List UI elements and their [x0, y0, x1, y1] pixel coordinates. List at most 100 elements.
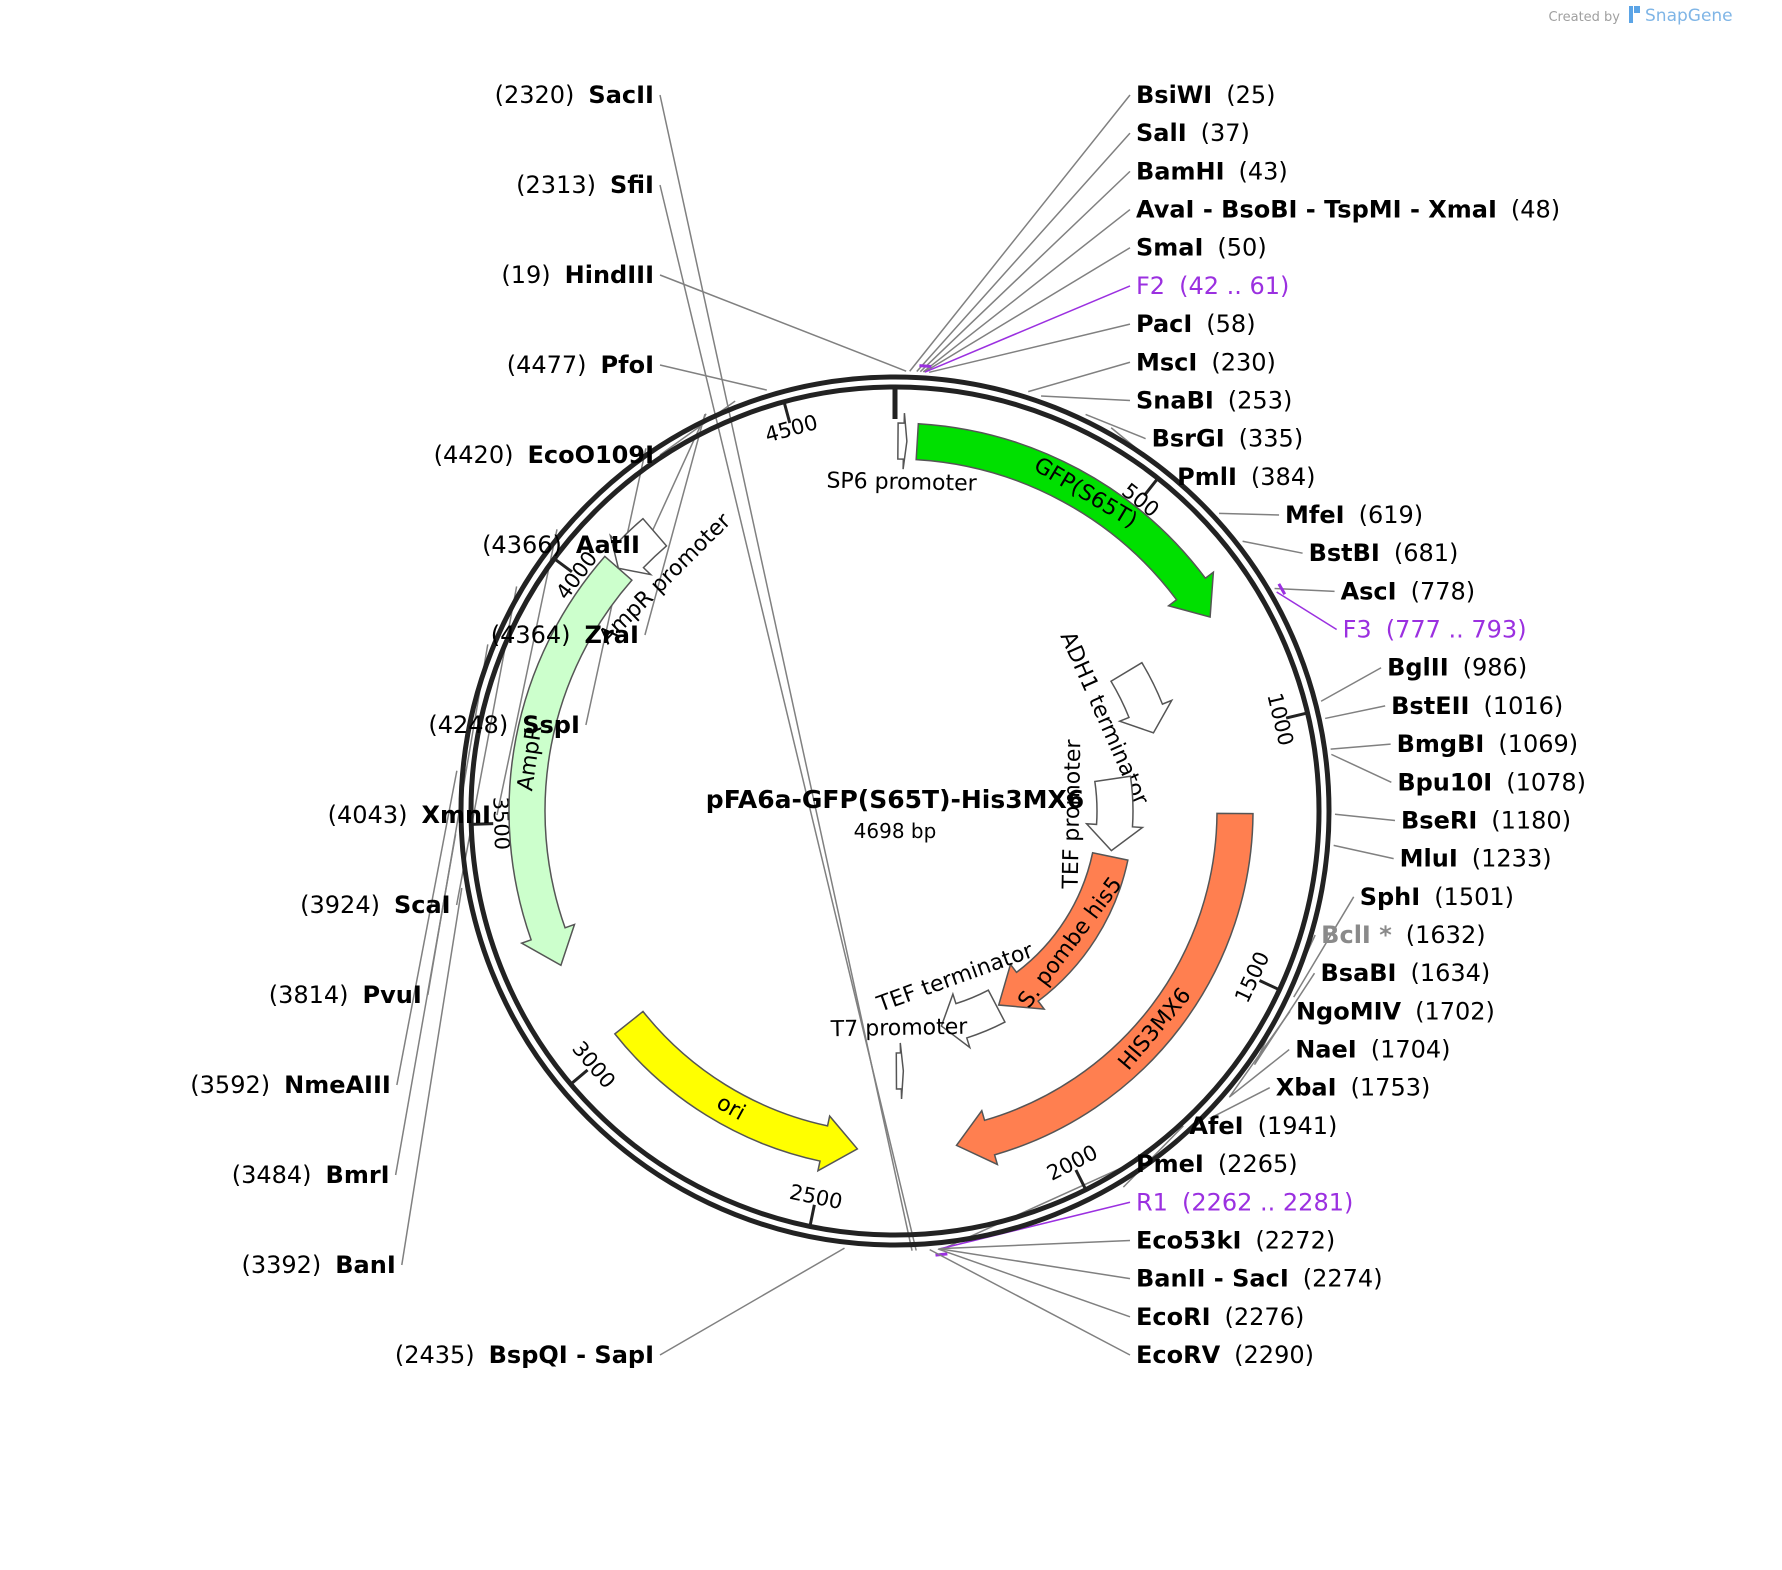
site-ecoo109i[interactable]: (4420)EcoO109I — [434, 441, 654, 469]
site-scai[interactable]: (3924)ScaI — [300, 891, 450, 919]
leader-line — [1085, 413, 1146, 440]
site-mfei[interactable]: MfeI(619) — [1285, 501, 1423, 529]
site-position: (681) — [1394, 539, 1459, 567]
site-position: (2435) — [395, 1341, 475, 1369]
site-bmri[interactable]: (3484)BmrI — [232, 1161, 390, 1189]
site-name: BseRI — [1401, 806, 1477, 834]
plasmid-length: 4698 bp — [854, 819, 937, 843]
site-pvui[interactable]: (3814)PvuI — [269, 981, 422, 1009]
site-sfii[interactable]: (2313)SfiI — [516, 171, 654, 199]
site-zrai[interactable]: (4364)ZraI — [491, 621, 639, 649]
feature-sp6-promoter[interactable]: SP6 promoter — [826, 413, 978, 497]
credit-brand: SnapGene — [1645, 6, 1733, 26]
site-position: (58) — [1206, 310, 1255, 338]
tick-label: 1000 — [1262, 691, 1298, 749]
site-position: (2276) — [1225, 1303, 1305, 1331]
site-name: Bpu10I — [1397, 768, 1492, 796]
site-position: (986) — [1463, 654, 1528, 682]
site-name: MscI — [1136, 348, 1197, 376]
site-text: MfeI(619) — [1285, 501, 1423, 529]
site-bsteii[interactable]: BstEII(1016) — [1391, 692, 1563, 720]
site-bmgbi[interactable]: BmgBI(1069) — [1397, 730, 1579, 758]
site-bsrgi[interactable]: BsrGI(335) — [1152, 425, 1304, 453]
site-pfoi[interactable]: (4477)PfoI — [507, 351, 654, 379]
site-pmli[interactable]: PmlI(384) — [1177, 463, 1315, 491]
tick-label: 2000 — [1043, 1140, 1102, 1185]
site-text: BsiWI(25) — [1136, 81, 1275, 109]
site-bsiwi[interactable]: BsiWI(25) — [1136, 81, 1275, 109]
tick-label: 1500 — [1230, 948, 1274, 1007]
site-bspqi-sapi[interactable]: (2435)BspQI - SapI — [395, 1341, 654, 1369]
site-avai-bsobi-tspmi-xmai[interactable]: AvaI - BsoBI - TspMI - XmaI(48) — [1136, 196, 1560, 224]
tick-mark — [1143, 477, 1160, 497]
site-sspi[interactable]: (4248)SspI — [428, 711, 580, 739]
site-afei[interactable]: AfeI (1941) — [1189, 1112, 1337, 1140]
primer-f3[interactable]: F3(777 .. 793) — [1343, 616, 1527, 644]
site-bsabi[interactable]: BsaBI(1634) — [1320, 959, 1490, 987]
feature-tef-promoter[interactable]: TEF promoter — [1059, 738, 1145, 890]
feature-ori[interactable]: ori — [613, 1010, 859, 1173]
leader-line — [496, 529, 558, 816]
site-position: (3392) — [241, 1251, 321, 1279]
site-mlui[interactable]: MluI(1233) — [1400, 845, 1552, 873]
site-text: BstBI (681) — [1309, 539, 1459, 567]
site-text: (4477)PfoI — [507, 351, 654, 379]
feature-arrow — [895, 1042, 905, 1099]
site-nmeaiii[interactable]: (3592)NmeAIII — [190, 1071, 391, 1099]
site-bstbi[interactable]: BstBI (681) — [1309, 539, 1459, 567]
feature-gfp-s65t[interactable]: GFP(S65T) — [915, 422, 1215, 619]
site-bcli[interactable]: BclI *(1632) — [1321, 921, 1485, 949]
site-xmni[interactable]: (4043)XmnI — [328, 801, 491, 829]
site-snabi[interactable]: SnaBI(253) — [1136, 386, 1292, 414]
site-banii-saci[interactable]: BanII - SacI(2274) — [1136, 1265, 1383, 1293]
site-ecorv[interactable]: EcoRV(2290) — [1136, 1341, 1314, 1369]
site-name: AfeI — [1189, 1112, 1243, 1140]
site-hindiii[interactable]: (19)HindIII — [501, 261, 654, 289]
site-xbai[interactable]: XbaI(1753) — [1276, 1074, 1431, 1102]
site-ecori[interactable]: EcoRI(2276) — [1136, 1303, 1304, 1331]
site-aatii[interactable]: (4366)AatII — [482, 531, 640, 559]
site-position: (1941) — [1258, 1112, 1338, 1140]
feature-arrow — [1109, 661, 1174, 734]
leader-line — [644, 413, 706, 636]
site-text: BsaBI(1634) — [1320, 959, 1490, 987]
tick-mark — [1285, 711, 1308, 720]
site-name: BmrI — [326, 1161, 390, 1189]
site-text: BseRI(1180) — [1401, 806, 1571, 834]
site-name: NaeI — [1295, 1036, 1357, 1064]
site-sali[interactable]: SalI(37) — [1136, 119, 1250, 147]
leader-line — [1293, 896, 1355, 998]
site-position: (335) — [1239, 425, 1304, 453]
site-pmei[interactable]: PmeI(2265) — [1136, 1150, 1298, 1178]
site-paci[interactable]: PacI(58) — [1136, 310, 1256, 338]
primer-f2[interactable]: F2(42 .. 61) — [1136, 272, 1289, 300]
site-ngomiv[interactable]: NgoMIV(1702) — [1296, 997, 1495, 1025]
snapgene-credit: Created by SnapGene — [1548, 6, 1733, 26]
site-sacii[interactable]: (2320)SacII — [495, 81, 654, 109]
leader-line — [1320, 667, 1382, 702]
leader-line — [944, 1163, 1131, 1249]
site-msci[interactable]: MscI(230) — [1136, 348, 1276, 376]
site-asci[interactable]: AscI(778) — [1341, 577, 1476, 605]
site-bamhi[interactable]: BamHI(43) — [1136, 157, 1288, 185]
site-bani[interactable]: (3392)BanI — [241, 1251, 395, 1279]
feature-t7-promoter[interactable]: T7 promoter — [830, 1015, 969, 1099]
feature-label: TEF promoter — [1059, 738, 1087, 889]
site-bseri[interactable]: BseRI(1180) — [1401, 806, 1571, 834]
primer-r1[interactable]: R1(2262 .. 2281) — [1136, 1188, 1353, 1216]
site-text: EcoRI(2276) — [1136, 1303, 1304, 1331]
feature-arrow — [955, 812, 1254, 1166]
leader-line — [922, 208, 1131, 373]
site-sphi[interactable]: SphI(1501) — [1360, 883, 1514, 911]
feature-ampr[interactable]: AmpR — [508, 555, 633, 967]
site-name: BanII - SacI — [1136, 1265, 1289, 1293]
site-bpu10i[interactable]: Bpu10I(1078) — [1397, 768, 1586, 796]
site-bglii[interactable]: BglII(986) — [1387, 654, 1527, 682]
site-position: (2272) — [1255, 1226, 1335, 1254]
site-name: BstBI — [1309, 539, 1380, 567]
site-eco53ki[interactable]: Eco53kI(2272) — [1136, 1226, 1335, 1254]
site-naei[interactable]: NaeI(1704) — [1295, 1036, 1450, 1064]
feature-label: HIS3MX6 — [1114, 983, 1197, 1075]
leader-line — [916, 132, 1131, 373]
site-smai[interactable]: SmaI(50) — [1136, 234, 1267, 262]
